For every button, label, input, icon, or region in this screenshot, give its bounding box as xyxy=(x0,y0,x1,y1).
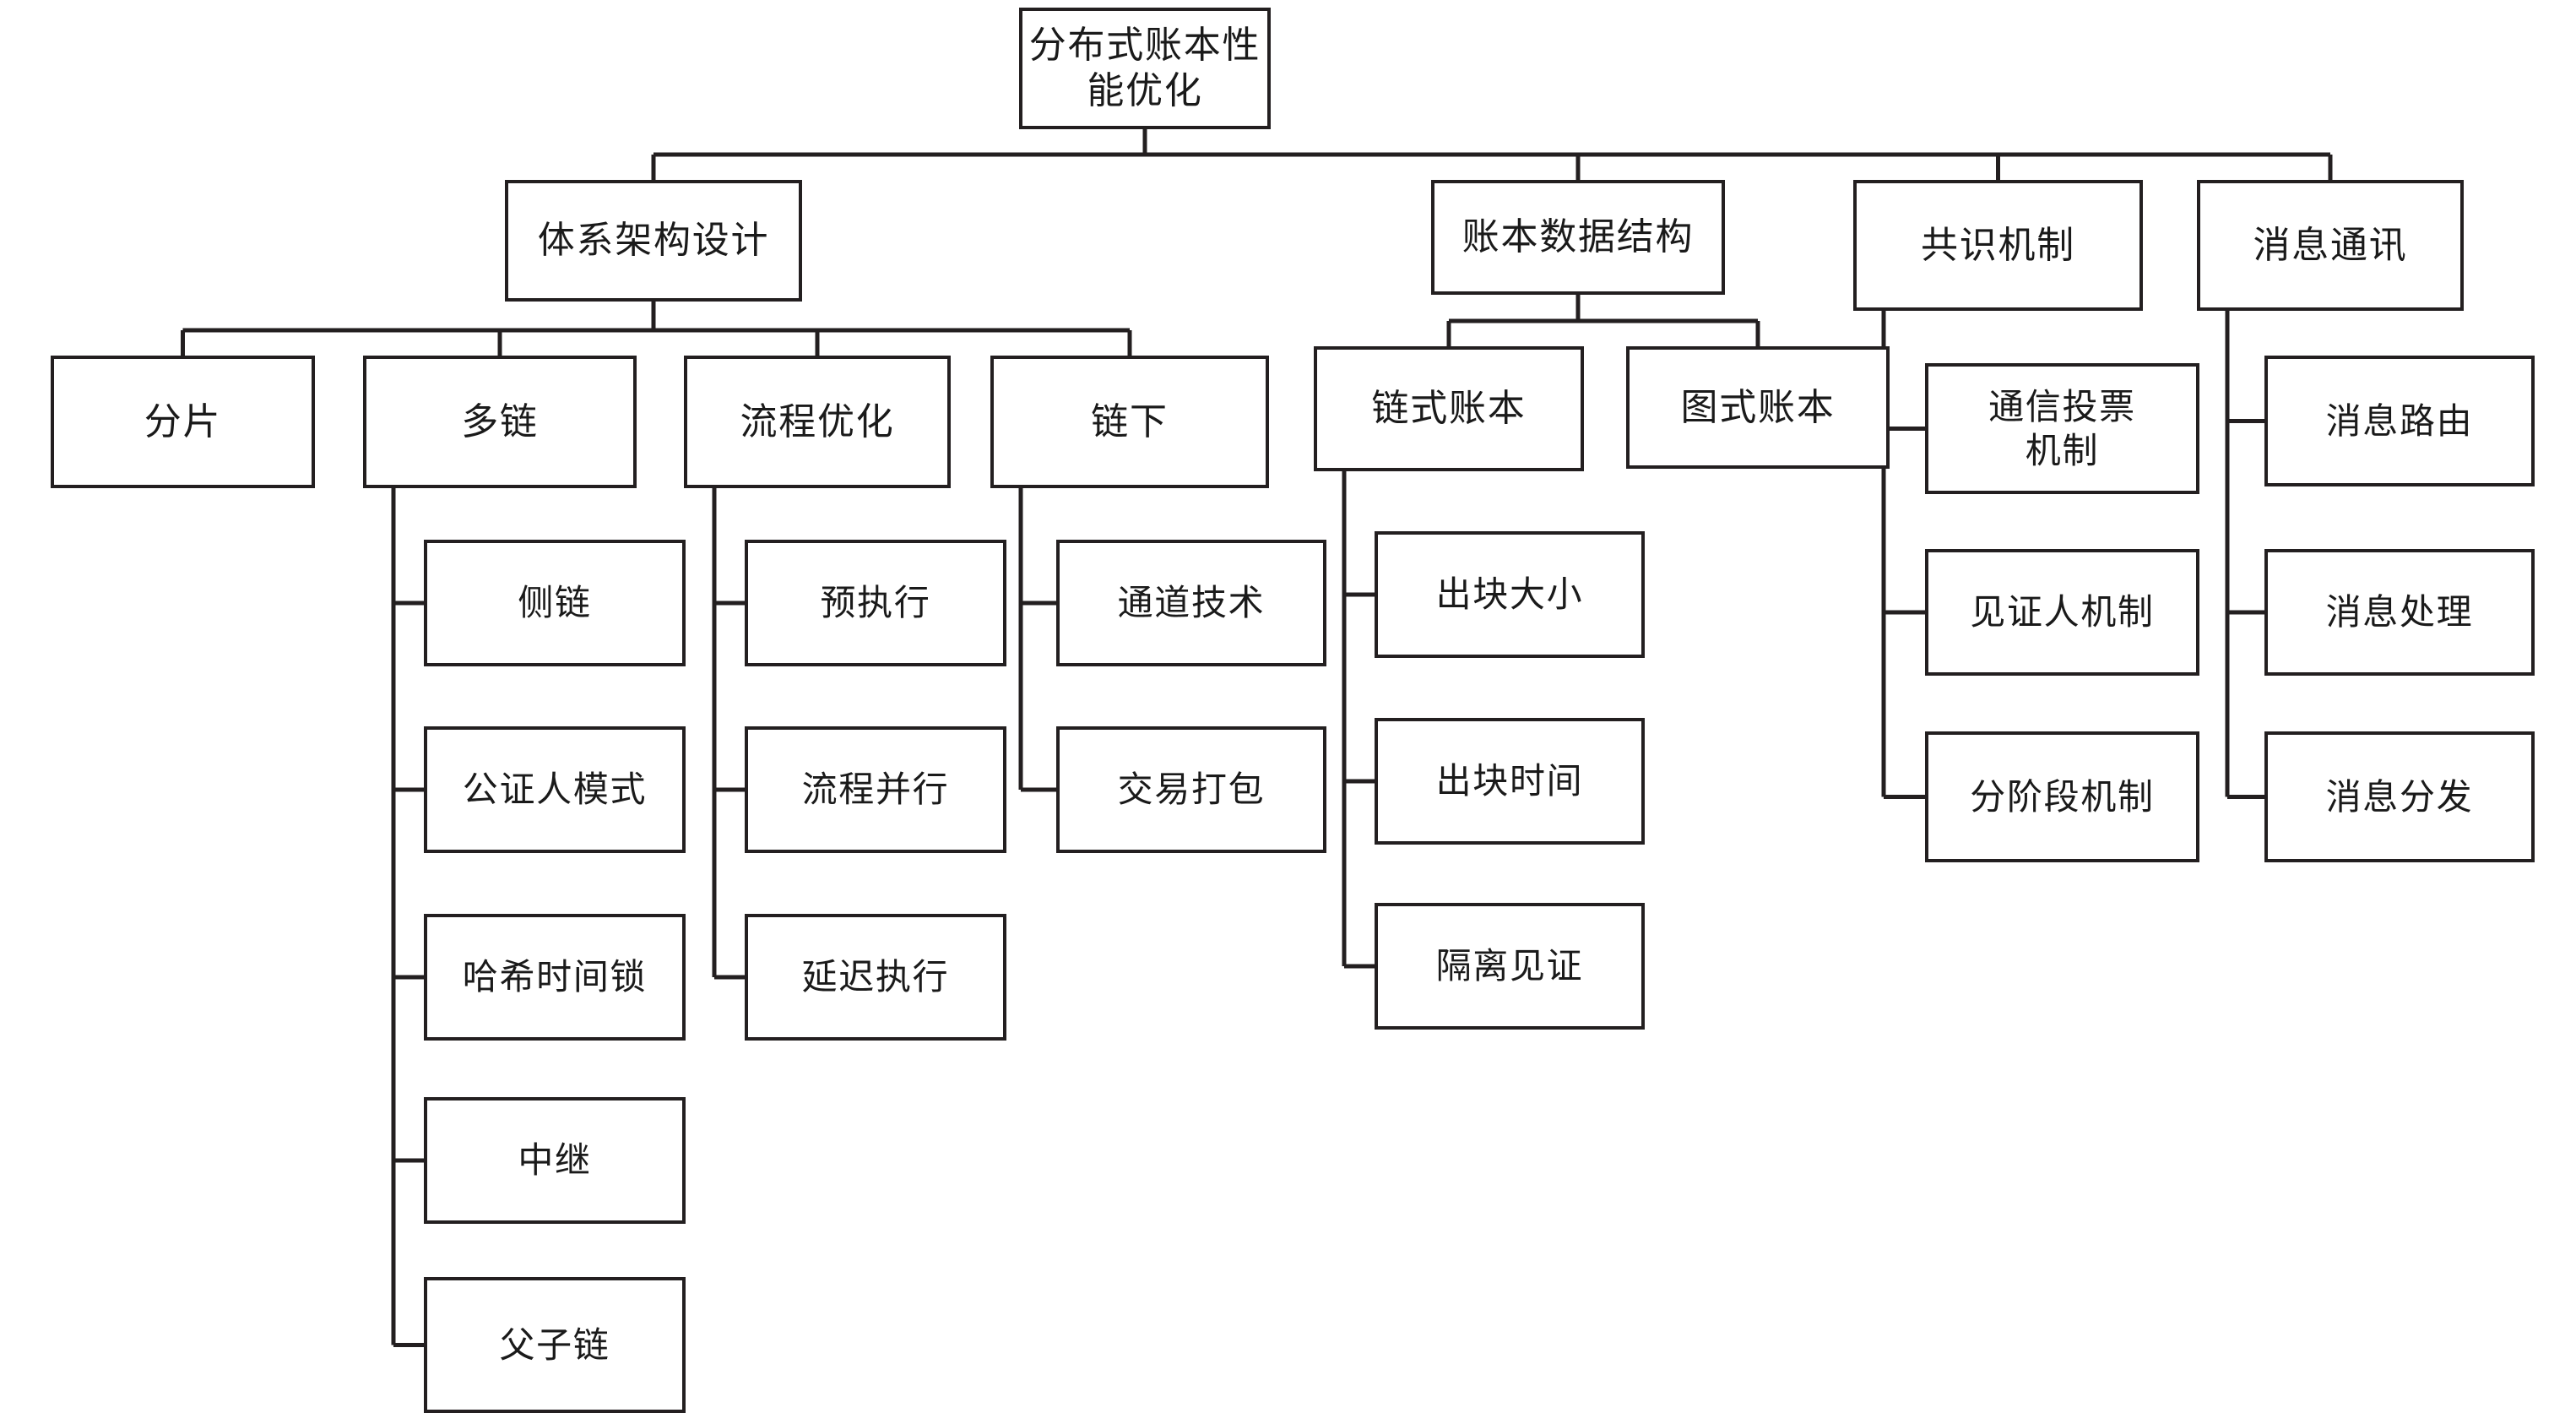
node-relay[interactable]: 中继 xyxy=(424,1097,686,1224)
node-segwit[interactable]: 隔离见证 xyxy=(1375,903,1645,1030)
node-offchain[interactable]: 链下 xyxy=(990,356,1269,488)
node-graphledger[interactable]: 图式账本 xyxy=(1626,346,1890,469)
node-msgroute[interactable]: 消息路由 xyxy=(2264,356,2535,486)
node-root[interactable]: 分布式账本性能优化 xyxy=(1019,8,1271,129)
node-multichain[interactable]: 多链 xyxy=(363,356,637,488)
node-witness[interactable]: 见证人机制 xyxy=(1925,549,2199,676)
node-msgprocess[interactable]: 消息处理 xyxy=(2264,549,2535,676)
node-consensus[interactable]: 共识机制 xyxy=(1853,180,2143,311)
node-delayexec[interactable]: 延迟执行 xyxy=(745,914,1006,1041)
node-msgdispatch[interactable]: 消息分发 xyxy=(2264,731,2535,862)
node-flowopt[interactable]: 流程优化 xyxy=(684,356,951,488)
node-phased[interactable]: 分阶段机制 xyxy=(1925,731,2199,862)
node-sidechain[interactable]: 侧链 xyxy=(424,540,686,666)
node-preexec[interactable]: 预执行 xyxy=(745,540,1006,666)
node-arch[interactable]: 体系架构设计 xyxy=(505,180,802,302)
node-channeltech[interactable]: 通道技术 xyxy=(1056,540,1326,666)
node-ledger[interactable]: 账本数据结构 xyxy=(1431,180,1725,295)
node-blocktime[interactable]: 出块时间 xyxy=(1375,718,1645,845)
node-votemech[interactable]: 通信投票 机制 xyxy=(1925,363,2199,494)
node-chainledger[interactable]: 链式账本 xyxy=(1314,346,1584,471)
node-parentchild[interactable]: 父子链 xyxy=(424,1277,686,1413)
node-blocksize[interactable]: 出块大小 xyxy=(1375,531,1645,658)
node-htlc[interactable]: 哈希时间锁 xyxy=(424,914,686,1041)
node-notary[interactable]: 公证人模式 xyxy=(424,726,686,853)
node-flowparallel[interactable]: 流程并行 xyxy=(745,726,1006,853)
node-message[interactable]: 消息通讯 xyxy=(2197,180,2464,311)
node-txpack[interactable]: 交易打包 xyxy=(1056,726,1326,853)
node-shard[interactable]: 分片 xyxy=(51,356,315,488)
